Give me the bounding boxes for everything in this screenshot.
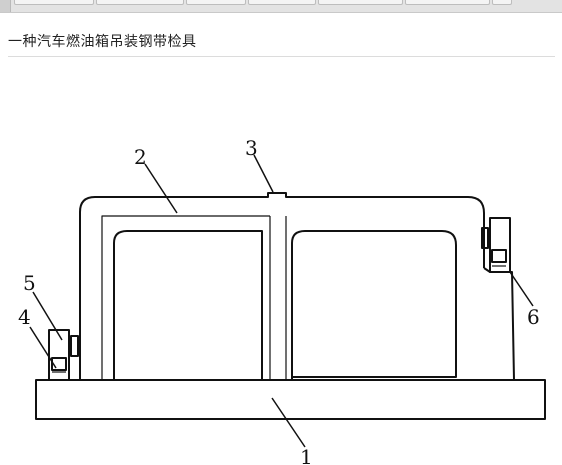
toolbar-tab-5[interactable] <box>318 0 403 5</box>
left-clamp-housing <box>48 329 70 381</box>
label-part-5: 5 <box>23 271 36 295</box>
frame-right-window <box>291 230 457 380</box>
leader-line-6 <box>509 271 534 307</box>
frame-left-window <box>113 230 263 380</box>
base-plate <box>35 379 546 420</box>
leader-line-3 <box>253 154 274 193</box>
label-part-1: 1 <box>300 445 313 465</box>
toolbar-tab-7[interactable] <box>492 0 512 5</box>
top-toolbar <box>0 0 562 13</box>
leader-line-2 <box>144 163 178 214</box>
toolbar-tab-3[interactable] <box>186 0 246 5</box>
leader-line-5 <box>32 291 63 341</box>
right-clamp-housing <box>489 217 511 273</box>
toolbar-tab-4[interactable] <box>248 0 316 5</box>
left-clamp-tab <box>70 335 79 357</box>
leader-line-1 <box>271 397 306 448</box>
frame-inner-line <box>101 215 270 380</box>
label-part-3: 3 <box>245 136 258 160</box>
right-clamp-block <box>491 249 507 263</box>
left-clamp-block <box>51 357 67 371</box>
title-divider <box>8 56 555 57</box>
toolbar-grip[interactable] <box>0 0 11 12</box>
label-part-2: 2 <box>134 145 147 169</box>
toolbar-tab-2[interactable] <box>96 0 184 5</box>
document-title: 一种汽车燃油箱吊装钢带检具 <box>8 34 197 50</box>
label-part-4: 4 <box>18 305 31 329</box>
toolbar-tab-6[interactable] <box>405 0 490 5</box>
label-part-6: 6 <box>527 305 540 329</box>
frame-outer <box>79 192 485 380</box>
right-clamp-tab <box>481 227 489 249</box>
toolbar-tab-1[interactable] <box>14 0 94 5</box>
leader-line-4 <box>29 326 57 369</box>
frame-right-leg <box>483 267 515 381</box>
